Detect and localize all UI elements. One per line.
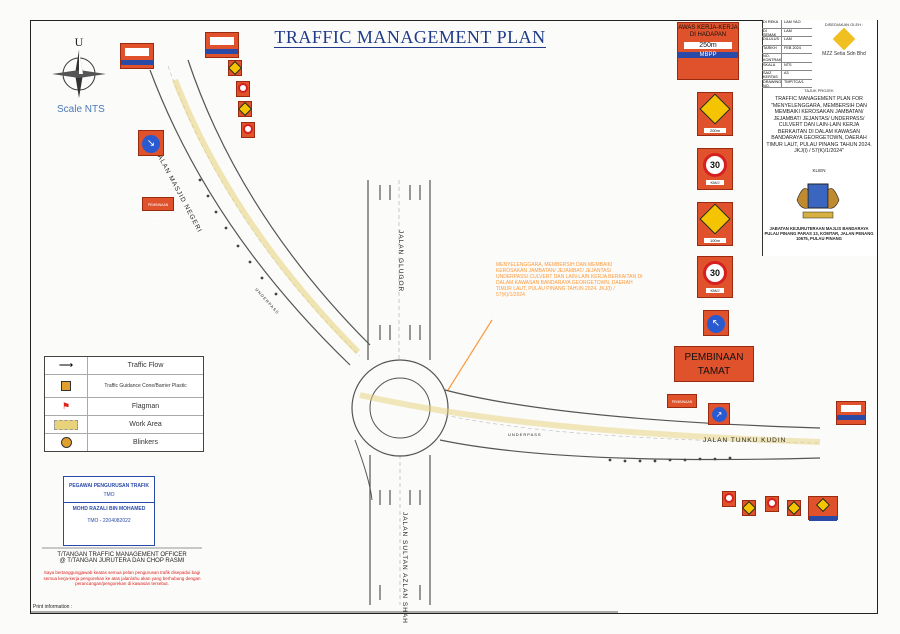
road-label-underpass-2: UNDERPASS [508, 432, 542, 437]
north-letter: U [75, 36, 84, 49]
title-block-value: FEB 2024 [784, 45, 801, 50]
cone-icon [61, 381, 71, 391]
speed-limit-unit-2: KM/J [706, 288, 724, 293]
title-block-key: TARIKH [762, 45, 782, 53]
company-block: DISEDIAKAN OLEH : MZZ Setia Sdn Bhd [822, 22, 866, 57]
sign-top-left-1 [120, 43, 154, 69]
title-block-value: TMP/TCA/1 [784, 79, 804, 84]
sign-speed-limit-2: 30 KM/J [697, 256, 733, 298]
flag-icon: ⚑ [61, 401, 71, 411]
title-block-value [782, 54, 784, 62]
sign-speed-small-1 [236, 81, 250, 97]
title-block-value: LAM [784, 37, 792, 41]
awas-title: AWAS KERJA-KERJA DI HADAPAN [678, 25, 738, 38]
client-label: KLIEN [812, 168, 826, 173]
legend-row-flagman: ⚑ Flagman [45, 398, 203, 416]
speed-limit-unit-1: KM/J [706, 180, 724, 185]
title-block-key: DRAWING NO. [763, 79, 782, 88]
title-block-key: NO. KONTRAK [763, 54, 782, 62]
legend-row-traffic-flow: ⟶ Traffic Flow [45, 357, 203, 375]
road-label-gluggor: JALAN GLUGOR [397, 230, 404, 293]
blinker-icon [60, 437, 72, 448]
title-block-row: DRAWING NO.TMP/TCA/1 [762, 79, 812, 88]
sign-awas-board: AWAS KERJA-KERJA DI HADAPAN 250m MBPP [677, 22, 739, 80]
drawing-frame [30, 20, 878, 614]
company-logo-icon [832, 27, 856, 51]
road-label-tunku-kudin: JALAN TUNKU KUDIN [703, 437, 787, 444]
sign-speed-limit-1: 30 KM/J [697, 148, 733, 190]
sign-men-at-work: 200m [697, 92, 733, 136]
title-block-value: NTS [784, 62, 792, 67]
project-title: TRAFFIC MANAGEMENT PLAN FOR "MENYELENGGA… [766, 96, 872, 154]
signature-caption: T/TANGAN TRAFFIC MANAGEMENT OFFICER @ T/… [57, 552, 187, 564]
tmo-stamp: PEGAWAI PENGURUSAN TRAFIK TMO MOHD RAZAL… [63, 476, 155, 546]
title-block-row: NO. KONTRAK [762, 54, 812, 63]
sign-diamond-small-1 [227, 60, 243, 76]
sign-diamond-small-3 [741, 500, 757, 516]
print-info: Print information : [33, 604, 73, 610]
sign-speed-small-2 [241, 122, 255, 138]
legend-row-work-area: Work Area [45, 416, 203, 434]
title-block-key: DI SEMAK [762, 28, 782, 37]
awas-authority: MBPP [678, 52, 738, 58]
client-name: JABATAN KEJURUTERAAN MAJLIS BANDARAYA PU… [764, 226, 874, 241]
title-block-key: SAIZ KERTAS [762, 71, 782, 79]
north-compass-icon: U [52, 36, 106, 98]
sign-end-small-right: PEMBINAAN TAMAT [667, 394, 697, 418]
sign-keep-left-1: ↘ [138, 130, 164, 156]
speed-limit-value-2: 30 [703, 261, 727, 285]
signature-note: Saya bertanggungjawab keatas semua pelan… [43, 570, 201, 586]
page-title: TRAFFIC MANAGEMENT PLAN [274, 27, 546, 48]
project-label: TAJUK PROJEK [804, 88, 834, 93]
arrow-right-icon: ⟶ [58, 360, 74, 371]
sign-speed-small-4 [765, 496, 779, 512]
narrow-sign-distance: 100m [704, 238, 726, 243]
legend-row-cone: Traffic Guidance Cone/Barrier Plastic [45, 375, 203, 398]
title-block-value: LAM [784, 28, 792, 33]
tmo-role: TMO [103, 492, 115, 498]
sign-speed-small-3 [722, 491, 736, 507]
work-area-swatch [54, 419, 78, 430]
title-block-value: A3 [784, 71, 789, 75]
title-block-key: SKALA [762, 62, 782, 70]
awas-distance: 250m [684, 42, 732, 49]
council-crest-icon [796, 183, 840, 219]
legend-table: ⟶ Traffic Flow Traffic Guidance Cone/Bar… [44, 356, 204, 452]
speed-limit-value-1: 30 [703, 153, 727, 177]
scale-label: Scale NTS [57, 104, 105, 115]
sign-diamond-small-4 [786, 500, 802, 516]
sign-keep-left-3: ↗ [708, 403, 730, 425]
sign-bottom-right [808, 496, 838, 521]
work-sign-distance: 200m [704, 128, 726, 133]
sign-pembinaan-tamat: PEMBINAAN TAMAT [674, 346, 754, 382]
legend-row-blinkers: Blinkers [45, 434, 203, 451]
road-label-sultan-azlan-shah: JALAN SULTAN AZLAN SHAH [401, 512, 408, 624]
title-block-key: DILULUS [762, 37, 782, 45]
sign-end-small-left: PEMBINAAN TAMAT [142, 197, 174, 221]
work-description-callout: MENYELENGGARA, MEMBERSIH DAN MEMBAIKI KE… [496, 262, 643, 298]
sign-road-narrows: 100m [697, 202, 733, 246]
sign-diamond-small-2 [237, 101, 253, 117]
sign-top-left-2 [205, 32, 239, 58]
title-block-value: LAM YAO [784, 20, 801, 24]
sign-keep-left-2: ↖ [703, 310, 729, 336]
title-block-key: DI REKA [762, 20, 782, 28]
sign-right-edge [836, 401, 866, 425]
